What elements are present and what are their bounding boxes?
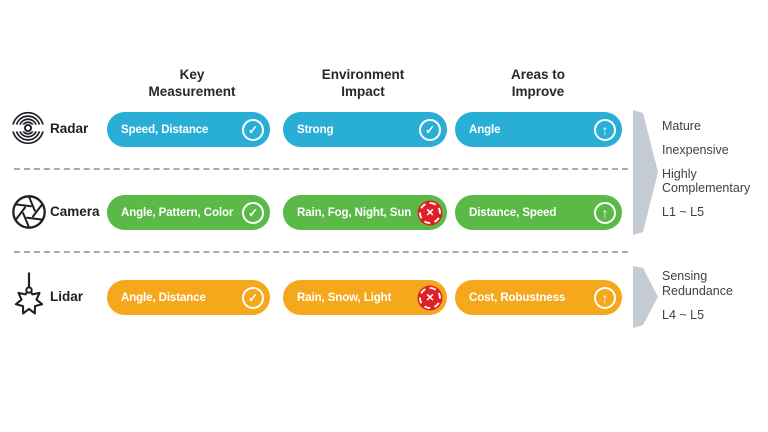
up-arrow-circle-icon: ↑ [594, 286, 616, 309]
radar-icon [11, 111, 45, 145]
radar-camera-notes: Mature Inexpensive Highly Complementary … [662, 119, 768, 220]
up-arrow-circle-icon: ↑ [594, 118, 616, 141]
lidar-notes: Sensing Redundance L4 ~ L5 [662, 269, 757, 322]
pill-text: Rain, Snow, Light [297, 291, 392, 304]
lidar-bracket [633, 266, 658, 328]
note-item: L4 ~ L5 [662, 307, 705, 322]
row-divider [14, 251, 628, 253]
header-line: Measurement [148, 83, 236, 99]
lidar-areas-to-improve-pill: Cost, Robustness ↑ [455, 280, 622, 315]
pill-text: Angle, Pattern, Color [121, 206, 234, 219]
radar-camera-bracket [633, 110, 658, 235]
check-circle-icon: ✓ [419, 118, 441, 141]
camera-areas-to-improve-pill: Distance, Speed ↑ [455, 195, 622, 230]
note-item: Highly Complementary [662, 166, 751, 196]
camera-environment-impact-pill: Rain, Fog, Night, Sun ✕ [283, 195, 447, 230]
note-item: Sensing Redundance [662, 269, 733, 298]
x-circle-icon: ✕ [419, 286, 441, 309]
note-item: Mature [662, 119, 701, 133]
check-circle-icon: ✓ [242, 201, 264, 224]
camera-aperture-icon [12, 195, 46, 229]
radar-environment-impact-pill: Strong ✓ [283, 112, 447, 147]
x-circle-icon: ✕ [419, 201, 441, 224]
lidar-label: Lidar [50, 289, 84, 304]
lidar-burst-icon [14, 272, 44, 315]
column-header-environment-impact: Environment Impact [303, 67, 423, 101]
column-header-areas-to-improve: Areas to Improve [483, 67, 593, 101]
radar-label: Radar [50, 121, 89, 136]
check-circle-icon: ✓ [242, 286, 264, 309]
up-arrow-circle-icon: ↑ [594, 201, 616, 224]
header-line: Environment [321, 67, 405, 82]
lidar-environment-impact-pill: Rain, Snow, Light ✕ [283, 280, 447, 315]
pill-text: Distance, Speed [469, 206, 557, 219]
check-circle-icon: ✓ [242, 118, 264, 141]
pill-text: Speed, Distance [121, 123, 209, 136]
header-line: Key [179, 67, 205, 82]
header-line: Areas to [510, 67, 566, 82]
note-item: Inexpensive [662, 142, 729, 157]
camera-key-measurement-pill: Angle, Pattern, Color ✓ [107, 195, 270, 230]
header-line: Improve [511, 83, 565, 99]
pill-text: Strong [297, 123, 334, 136]
pill-text: Cost, Robustness [469, 291, 566, 304]
radar-areas-to-improve-pill: Angle ↑ [455, 112, 622, 147]
header-line: Impact [341, 83, 385, 99]
camera-label: Camera [50, 204, 100, 219]
pill-text: Rain, Fog, Night, Sun [297, 206, 412, 219]
column-header-key-measurement: Key Measurement [132, 67, 252, 101]
pill-text: Angle, Distance [121, 291, 206, 304]
radar-key-measurement-pill: Speed, Distance ✓ [107, 112, 270, 147]
row-divider [14, 168, 628, 170]
pill-text: Angle [469, 123, 501, 136]
note-item: L1 ~ L5 [662, 205, 705, 219]
lidar-key-measurement-pill: Angle, Distance ✓ [107, 280, 270, 315]
